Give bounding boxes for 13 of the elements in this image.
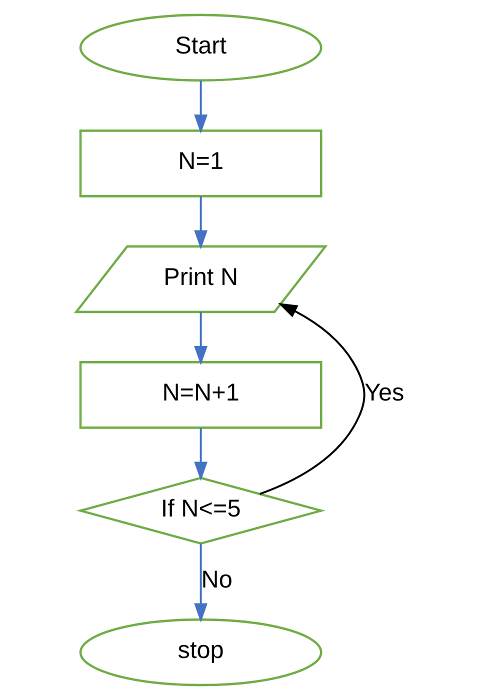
arrow: [194, 80, 208, 134]
arrow: [194, 196, 208, 250]
node-diamond: If N<=5: [76, 476, 326, 545]
arrow: [194, 428, 208, 481]
node-ellipse: stop: [79, 618, 322, 686]
arrow: [194, 544, 208, 622]
node-box: N=N+1: [79, 361, 322, 429]
edge-label: Yes: [364, 380, 404, 407]
node-ellipse: Start: [79, 14, 322, 82]
arrow: [194, 312, 208, 366]
node-box: N=1: [79, 130, 322, 198]
arrow: [260, 302, 366, 495]
edge-label: No: [201, 566, 232, 594]
